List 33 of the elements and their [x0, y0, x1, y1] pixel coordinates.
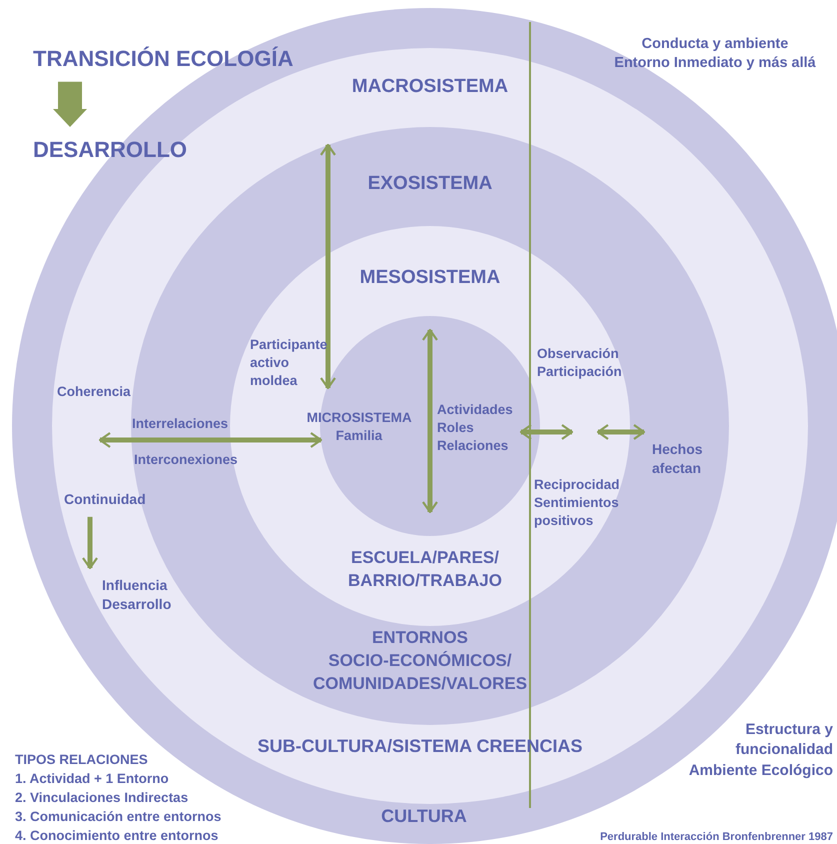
arrow: [320, 144, 336, 390]
ring-label: ENTORNOS SOCIO-ECONÓMICOS/ COMUNIDADES/VALORES: [312, 627, 528, 695]
list-item: 2. Vinculaciones Indirectas: [15, 789, 188, 807]
annotation-text: Conducta y ambiente: [642, 35, 788, 54]
source-note: Perdurable Interacción Bronfenbrenner 1987: [600, 830, 833, 844]
arrow: [596, 424, 646, 440]
annotation-text: Hechos afectan: [652, 440, 703, 478]
arrow: [520, 424, 574, 440]
annotation-text: Influencia Desarrollo: [102, 576, 172, 614]
annotation-text: Reciprocidad Sentimientos positivos: [534, 476, 620, 530]
arrow: [53, 82, 87, 127]
annotation-text: Estructura y funcionalidad Ambiente Ecológico: [688, 720, 833, 780]
list-item: 1. Actividad + 1 Entorno: [15, 770, 169, 788]
heading: DESARROLLO: [33, 135, 187, 165]
arrow: [98, 432, 322, 448]
ring-title: MESOSISTEMA: [360, 266, 500, 290]
ring-title: MACROSISTEMA: [352, 75, 508, 99]
annotation-text: Interconexiones: [134, 451, 238, 469]
ring-label: Actividades Roles Relaciones: [437, 401, 513, 456]
ring-title: EXOSISTEMA: [368, 172, 492, 196]
annotation-text: Entorno Inmediato y más allá: [614, 54, 816, 73]
ring-label: ESCUELA/PARES/ BARRIO/TRABAJO: [348, 547, 502, 592]
ring-label: CULTURA: [381, 805, 467, 828]
heading: TRANSICIÓN ECOLOGÍA: [33, 44, 294, 74]
ring-title: MICROSISTEMA Familia: [306, 409, 412, 446]
annotation-text: Observación Participación: [537, 345, 622, 382]
list-item: 3. Comunicación entre entornos: [15, 808, 222, 826]
annotation-text: Coherencia: [57, 383, 131, 401]
arrow: [82, 516, 98, 570]
annotation-text: Interrelaciones: [132, 415, 228, 433]
list-item: 4. Conocimiento entre entornos: [15, 827, 218, 844]
annotation-text: Continuidad: [64, 490, 146, 509]
list-heading: TIPOS RELACIONES: [15, 751, 148, 769]
